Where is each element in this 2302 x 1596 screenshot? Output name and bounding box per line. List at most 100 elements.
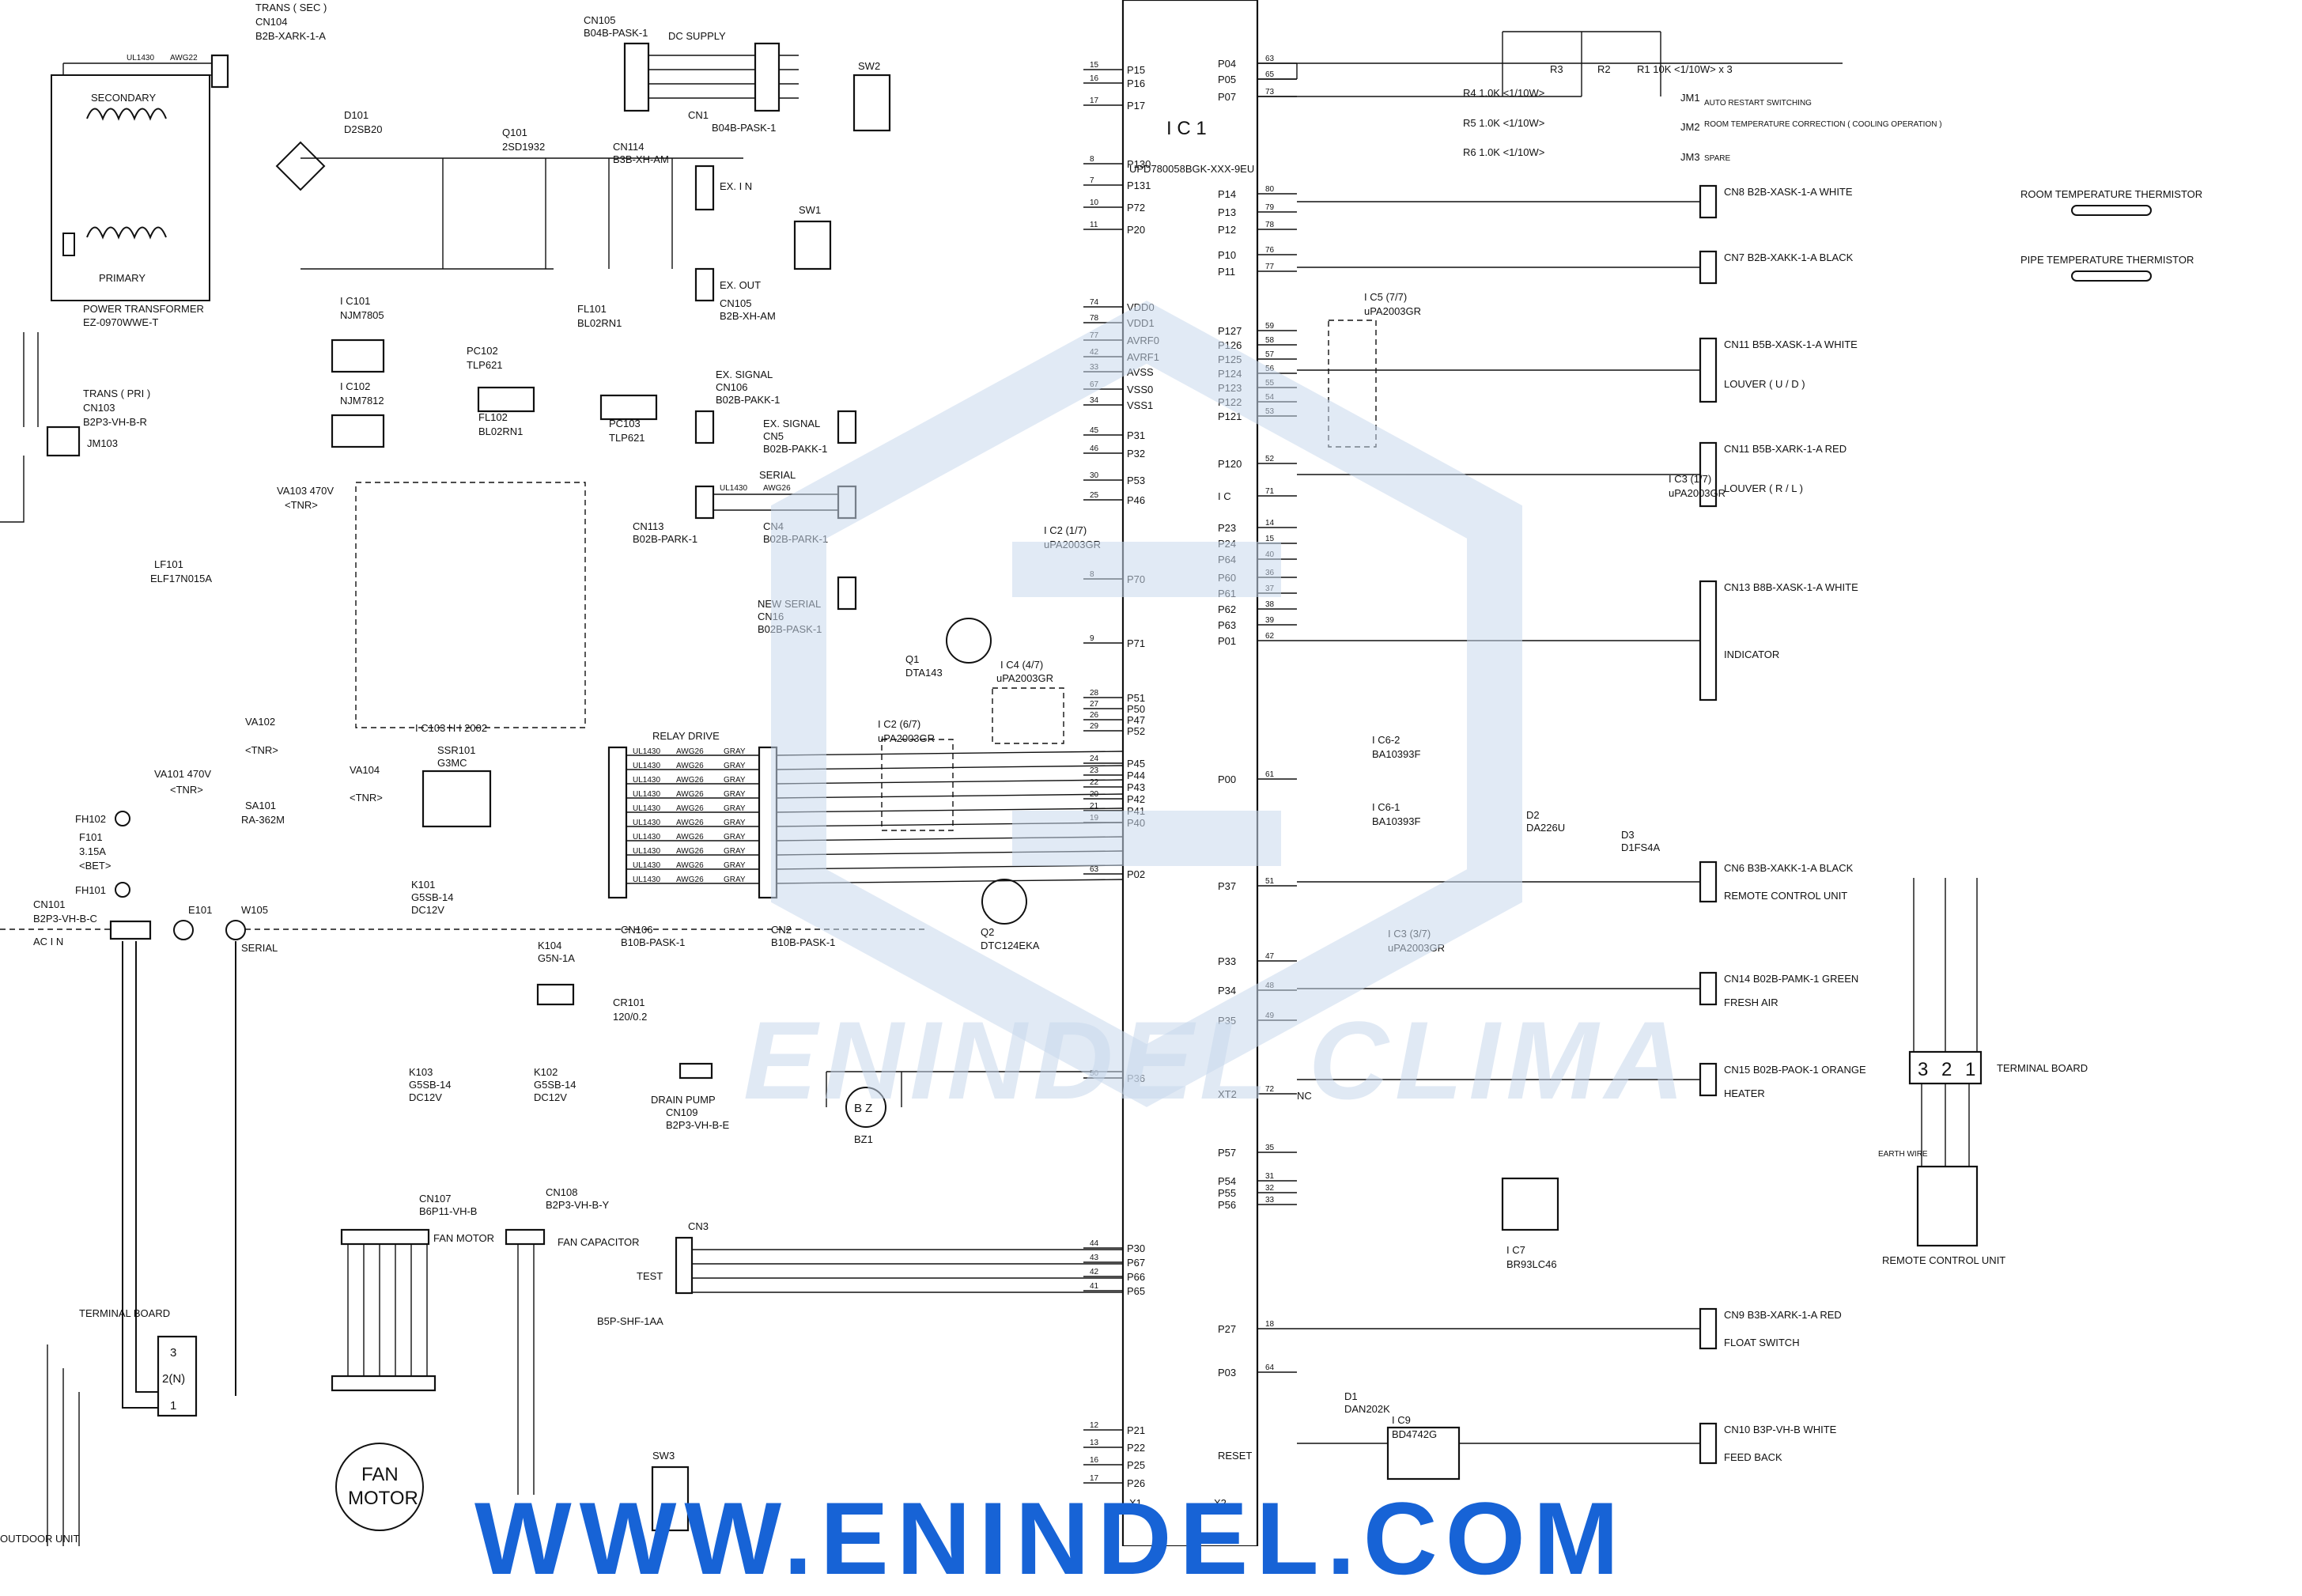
ul1430-label-1: UL1430	[127, 54, 154, 62]
k103-label: K103	[409, 1066, 433, 1078]
ic1-pin-num-r-p01: 62	[1265, 632, 1275, 641]
cn103-connector	[46, 425, 81, 457]
right-conn-id-10: CN10 B3P-VH-B WHITE	[1724, 1424, 1837, 1435]
ic1-pin-name-p15: P15	[1127, 64, 1145, 76]
cn3-connector	[675, 1236, 694, 1295]
ic1-pin-num-p47: 26	[1090, 711, 1099, 720]
ic1-pin-name-vss0: VSS0	[1127, 384, 1153, 395]
relay-bus-ul-3: UL1430	[633, 776, 660, 785]
ic1-pin-name-p53: P53	[1127, 475, 1145, 486]
d101-label: D101	[344, 109, 369, 121]
ic1-pin-num-r-p14: 80	[1265, 185, 1275, 194]
drain-pump-label: DRAIN PUMP	[651, 1094, 716, 1106]
transformer-label: POWER TRANSFORMER	[83, 303, 204, 315]
cn1-id: CN1	[688, 109, 709, 121]
ic2-17-part: uPA2003GR	[1044, 539, 1101, 550]
ic1-pin-num-r-p34: 48	[1265, 981, 1275, 990]
relay-bus-drive-1	[776, 751, 1124, 756]
ic1-pin-num-avss: 33	[1090, 363, 1099, 372]
ic2-67-label: I C2 (6/7)	[878, 718, 920, 730]
jm2-text: ROOM TEMPERATURE CORRECTION ( COOLING OP…	[1704, 120, 1942, 129]
ic1-pin-name-r-p37: P37	[1218, 880, 1236, 892]
va104-tnr: <TNR>	[350, 792, 383, 804]
ic1-pin-name-r-p23: P23	[1218, 522, 1236, 534]
cn104-connector	[210, 54, 229, 89]
ic9-part: BD4742G	[1392, 1428, 1437, 1440]
ic1-pin-name-r-p35: P35	[1218, 1015, 1236, 1027]
relay-bus-ul-9: UL1430	[633, 861, 660, 870]
ex-signal-label: EX. SIGNAL	[716, 369, 773, 380]
rtb-1: 1	[1965, 1059, 1975, 1080]
q1-part: DTA143	[905, 667, 943, 679]
cn106b-part: B10B-PASK-1	[621, 936, 685, 948]
cn4-part: B02B-PARK-1	[763, 533, 828, 545]
f101-type: <BET>	[79, 860, 111, 872]
va101-tnr: <TNR>	[170, 784, 203, 796]
cn109-connector	[679, 1062, 713, 1080]
d1-part: DAN202K	[1344, 1403, 1390, 1415]
sw3-label: SW3	[652, 1450, 675, 1462]
d3-label: D3	[1621, 829, 1635, 841]
ic1-pin-name-p16: P16	[1127, 78, 1145, 89]
right-conn-label-4: LOUVER ( R / L )	[1724, 482, 1803, 494]
va103-tnr: <TNR>	[285, 499, 318, 511]
ic1-pin-num-p46: 25	[1090, 491, 1099, 500]
ic9-label: I C9	[1392, 1414, 1411, 1426]
ic1-pin-num-r-p123: 55	[1265, 379, 1275, 388]
bridge-rectifier	[275, 141, 326, 191]
ic1-pin-name-p22: P22	[1127, 1442, 1145, 1454]
ssr101-relay	[421, 770, 492, 828]
ic1-pin-num-avrf1: 42	[1090, 348, 1099, 357]
relay-drive-label: RELAY DRIVE	[652, 730, 720, 742]
relay-bus-color-9: GRAY	[724, 861, 746, 870]
new-serial-label: NEW SERIAL	[758, 598, 821, 610]
ic1-pin-name-p20: P20	[1127, 224, 1145, 236]
ic1-pin-num-r-p13: 79	[1265, 203, 1275, 212]
cn114-id: CN114	[613, 141, 644, 153]
ic1-pin-num-p31: 45	[1090, 426, 1099, 435]
right-conn-7	[1699, 971, 1718, 1006]
cn5-id: CN5	[763, 430, 784, 442]
test-label: TEST	[637, 1270, 663, 1282]
tb-2n: 2(N)	[162, 1372, 185, 1386]
ic1-pin-name-r-p13: P13	[1218, 206, 1236, 218]
cn4-id: CN4	[763, 520, 784, 532]
cn103-part: B2P3-VH-B-R	[83, 416, 147, 428]
cr101-label: CR101	[613, 997, 644, 1008]
right-conn-id-8: CN15 B02B-PAOK-1 ORANGE	[1724, 1064, 1866, 1076]
cn2-relay-connector	[758, 746, 778, 899]
relay-bus-awg-8: AWG26	[676, 847, 704, 856]
d101-part: D2SB20	[344, 123, 382, 135]
relay-bus-ul-10: UL1430	[633, 876, 660, 884]
cn2-part: B10B-PASK-1	[771, 936, 835, 948]
ic1-pin-name-r-p122: P122	[1218, 396, 1242, 408]
relay-bus-color-8: GRAY	[724, 847, 746, 856]
ic3-17-label: I C3 (1/7)	[1669, 473, 1711, 485]
ic102-regulator	[331, 414, 385, 448]
cn113-connector	[694, 485, 715, 520]
relay-bus-drive-5	[776, 807, 1124, 813]
ic1-pin-name-p46: P46	[1127, 494, 1145, 506]
cn16-id: CN16	[758, 611, 784, 622]
ic1-pin-num-p51: 28	[1090, 689, 1099, 698]
ic1-pin-name-avss: AVSS	[1127, 366, 1154, 378]
ic1-pin-num-p17: 17	[1090, 96, 1099, 105]
right-conn-label-10: FEED BACK	[1724, 1451, 1782, 1463]
sw1-switch	[793, 220, 832, 270]
va101-label: VA101 470V	[154, 768, 211, 780]
ic1-pin-num-r-p126: 58	[1265, 336, 1275, 345]
ic1-pin-num-r-p11: 77	[1265, 263, 1275, 271]
ic1-pin-name-p17: P17	[1127, 100, 1145, 112]
ic1-pin-num-p65: 41	[1090, 1282, 1099, 1291]
right-conn-id-7: CN14 B02B-PAMK-1 GREEN	[1724, 973, 1858, 985]
ic1-pin-num-r-p62: 38	[1265, 600, 1275, 609]
relay-bus-ul-2: UL1430	[633, 762, 660, 770]
serial-label: SERIAL	[759, 469, 796, 481]
ssr101-part: G3MC	[437, 757, 467, 769]
nc-label: NC	[1297, 1090, 1312, 1102]
cn105-dc-connector	[623, 42, 650, 112]
rtb-2: 2	[1941, 1059, 1952, 1080]
ic1-pin-name-r-p64: P64	[1218, 554, 1236, 565]
